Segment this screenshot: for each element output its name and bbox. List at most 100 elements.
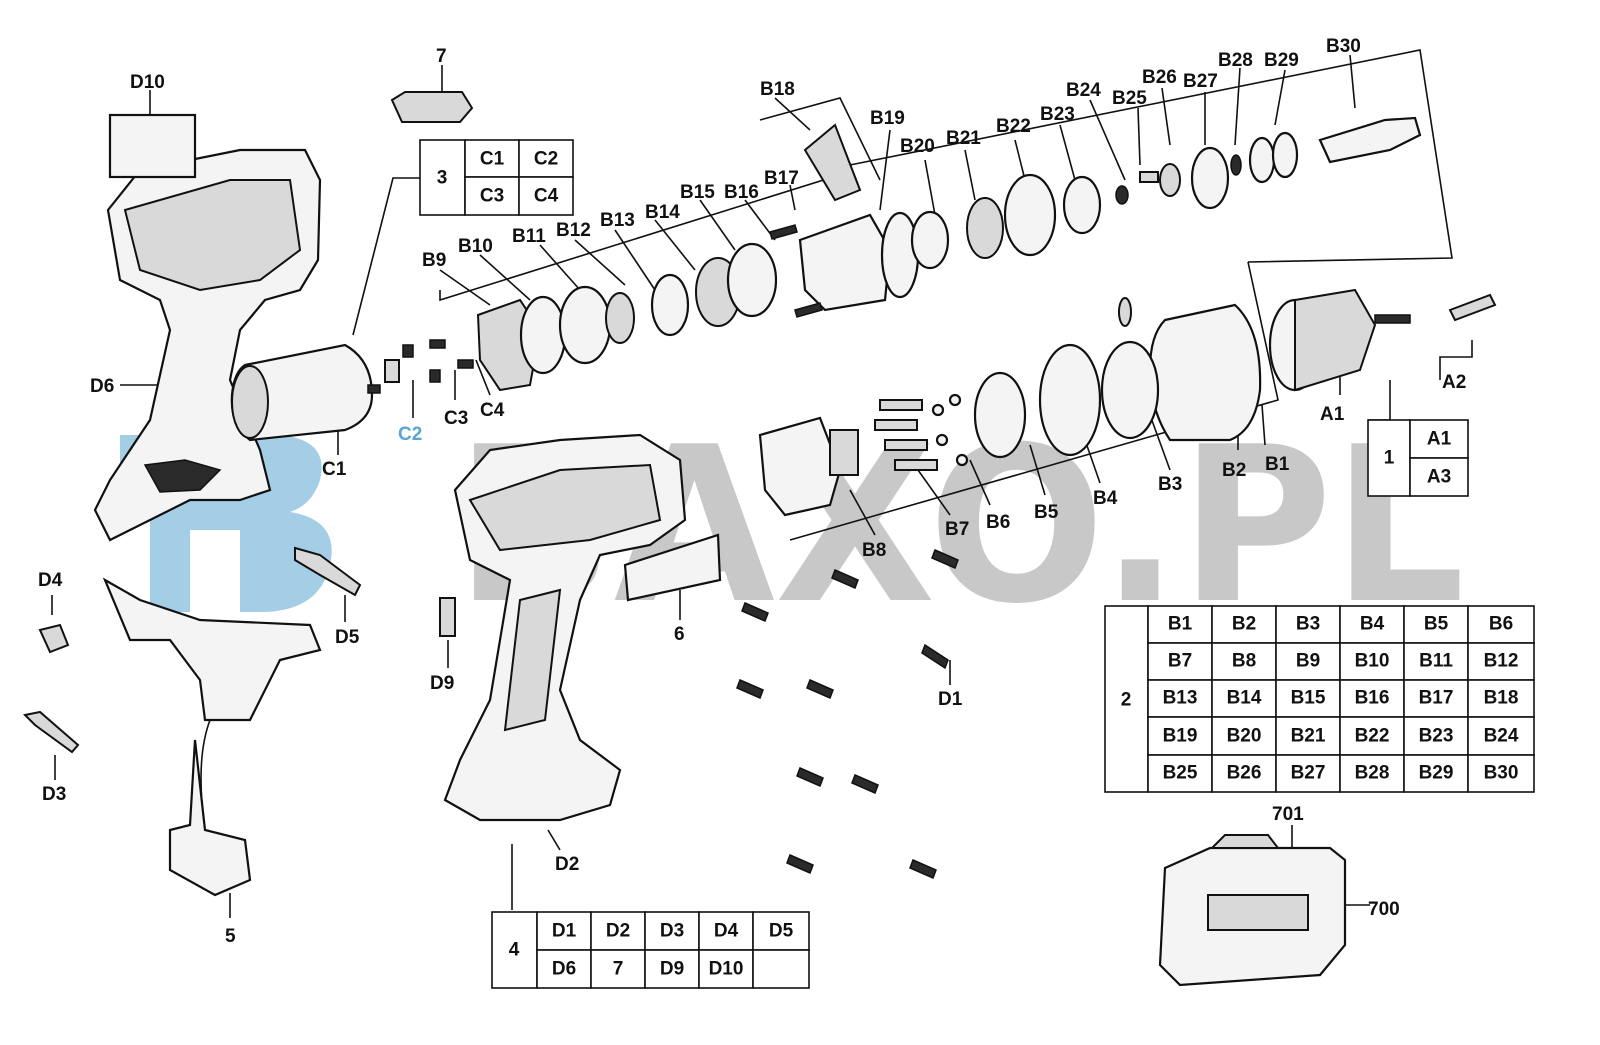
callout-701: 701 <box>1272 804 1304 825</box>
assembly-group-b-upper <box>439 49 1453 302</box>
callout-7: 7 <box>436 46 447 67</box>
callout-b16: B16 <box>724 182 759 203</box>
table-cell: B4 <box>1360 614 1385 635</box>
callout-d9: D9 <box>430 673 454 694</box>
part-switch-cover <box>390 91 474 123</box>
callout-b15: B15 <box>680 182 715 203</box>
callout-b11: B11 <box>512 226 546 247</box>
callout-c1: C1 <box>322 459 347 480</box>
part-motor-pinion <box>384 344 414 383</box>
callout-b21: B21 <box>946 128 981 149</box>
parts-table-3: 3 C1 C2 C3 C4 <box>419 139 574 216</box>
callout-b19: B19 <box>870 108 905 129</box>
callout-b30: B30 <box>1326 36 1361 57</box>
table-cell: B30 <box>1484 763 1519 784</box>
callout-b3: B3 <box>1158 474 1182 495</box>
part-gearbox-plates <box>476 242 778 392</box>
callout-b8: B8 <box>862 540 886 561</box>
table-cell: B2 <box>1232 614 1256 635</box>
parts-table-2: 2 B1 B2 B3 B4 B5 B6 B7 B8 B9 B10 B11 B12… <box>1104 605 1535 793</box>
callout-b27: B27 <box>1183 71 1218 92</box>
callout-6: 6 <box>674 624 685 645</box>
callout-a2: A2 <box>1442 372 1466 393</box>
callout-b18: B18 <box>760 79 795 100</box>
table-cell: C3 <box>480 186 504 207</box>
table-cell: B8 <box>1232 651 1256 672</box>
callout-b6: B6 <box>986 512 1010 533</box>
callout-c3: C3 <box>444 408 468 429</box>
callout-d10: D10 <box>130 72 165 93</box>
callout-b13: B13 <box>600 210 635 231</box>
table-cell: C4 <box>534 186 559 207</box>
part-carrying-case <box>1158 834 1347 987</box>
part-chuck-screw <box>1448 293 1497 322</box>
callout-b5: B5 <box>1034 502 1059 523</box>
part-label-sticker <box>623 533 722 602</box>
table-cell: D10 <box>709 959 744 980</box>
table-cell: B13 <box>1163 688 1198 709</box>
callout-labels: D10 7 D6 C1 C2 C3 C4 B9 B10 B11 B12 B13 … <box>38 36 1466 947</box>
table-cell: B12 <box>1484 651 1519 672</box>
table-cell: B24 <box>1484 726 1519 747</box>
part-label-plate <box>108 113 197 179</box>
table-cell: D9 <box>660 959 684 980</box>
table-cell: B18 <box>1484 688 1519 709</box>
callout-b22: B22 <box>996 116 1031 137</box>
part-front-housing-half <box>443 433 687 822</box>
callout-c4: C4 <box>480 400 505 421</box>
table-cell: B11 <box>1419 651 1453 672</box>
callout-b14: B14 <box>645 202 680 223</box>
part-led-contact <box>22 710 80 754</box>
table-cell: B16 <box>1355 688 1390 709</box>
table-cell: B20 <box>1227 726 1262 747</box>
callout-d4: D4 <box>38 570 63 591</box>
callout-d5: D5 <box>335 627 360 648</box>
part-switch-assembly <box>102 577 322 897</box>
table-cell: B6 <box>1489 614 1513 635</box>
table-cell: D6 <box>552 959 576 980</box>
assembly-group-b-lower <box>789 261 1279 541</box>
table-cell: D5 <box>769 921 794 942</box>
callout-b20: B20 <box>900 136 935 157</box>
part-motor <box>230 343 381 442</box>
table-cell: B29 <box>1419 763 1454 784</box>
part-clutch-assembly <box>973 297 1262 459</box>
table-cell: B10 <box>1355 651 1390 672</box>
table-4-group: 4 <box>509 940 520 961</box>
callout-b9: B9 <box>422 250 446 271</box>
callout-5: 5 <box>225 926 236 947</box>
callout-d2: D2 <box>555 854 579 875</box>
part-chuck <box>1268 288 1411 392</box>
part-lever <box>294 546 362 597</box>
part-clutch-pins <box>874 393 969 471</box>
table-cell: B3 <box>1296 614 1320 635</box>
table-cell: B15 <box>1291 688 1326 709</box>
table-2-group: 2 <box>1121 690 1132 711</box>
callout-b28: B28 <box>1218 50 1253 71</box>
callout-b23: B23 <box>1040 104 1075 125</box>
part-rear-housing-half <box>93 148 322 542</box>
table-cell: B27 <box>1291 763 1326 784</box>
callout-c2: C2 <box>398 424 422 445</box>
table-cell: B26 <box>1227 763 1262 784</box>
callout-d1: D1 <box>938 689 963 710</box>
part-spacer-strip <box>439 597 456 637</box>
parts-table-4: 4 D1 D2 D3 D4 D5 D6 7 D9 D10 <box>491 911 810 989</box>
table-cell: B7 <box>1168 651 1192 672</box>
table-cell: C2 <box>534 149 558 170</box>
table-cell: A1 <box>1427 429 1452 450</box>
table-cell: C1 <box>480 149 505 170</box>
part-ring-gear <box>758 416 859 517</box>
table-3-group: 3 <box>437 168 448 189</box>
callout-b4: B4 <box>1093 488 1118 509</box>
callout-b25: B25 <box>1112 88 1147 109</box>
table-cell: 7 <box>613 959 624 980</box>
callout-b24: B24 <box>1066 80 1101 101</box>
part-motor-screws <box>429 339 474 383</box>
table-cell: B14 <box>1227 688 1262 709</box>
table-cell: B17 <box>1419 688 1454 709</box>
callout-b12: B12 <box>556 220 591 241</box>
callout-700: 700 <box>1368 899 1400 920</box>
table-cell: B1 <box>1168 614 1193 635</box>
